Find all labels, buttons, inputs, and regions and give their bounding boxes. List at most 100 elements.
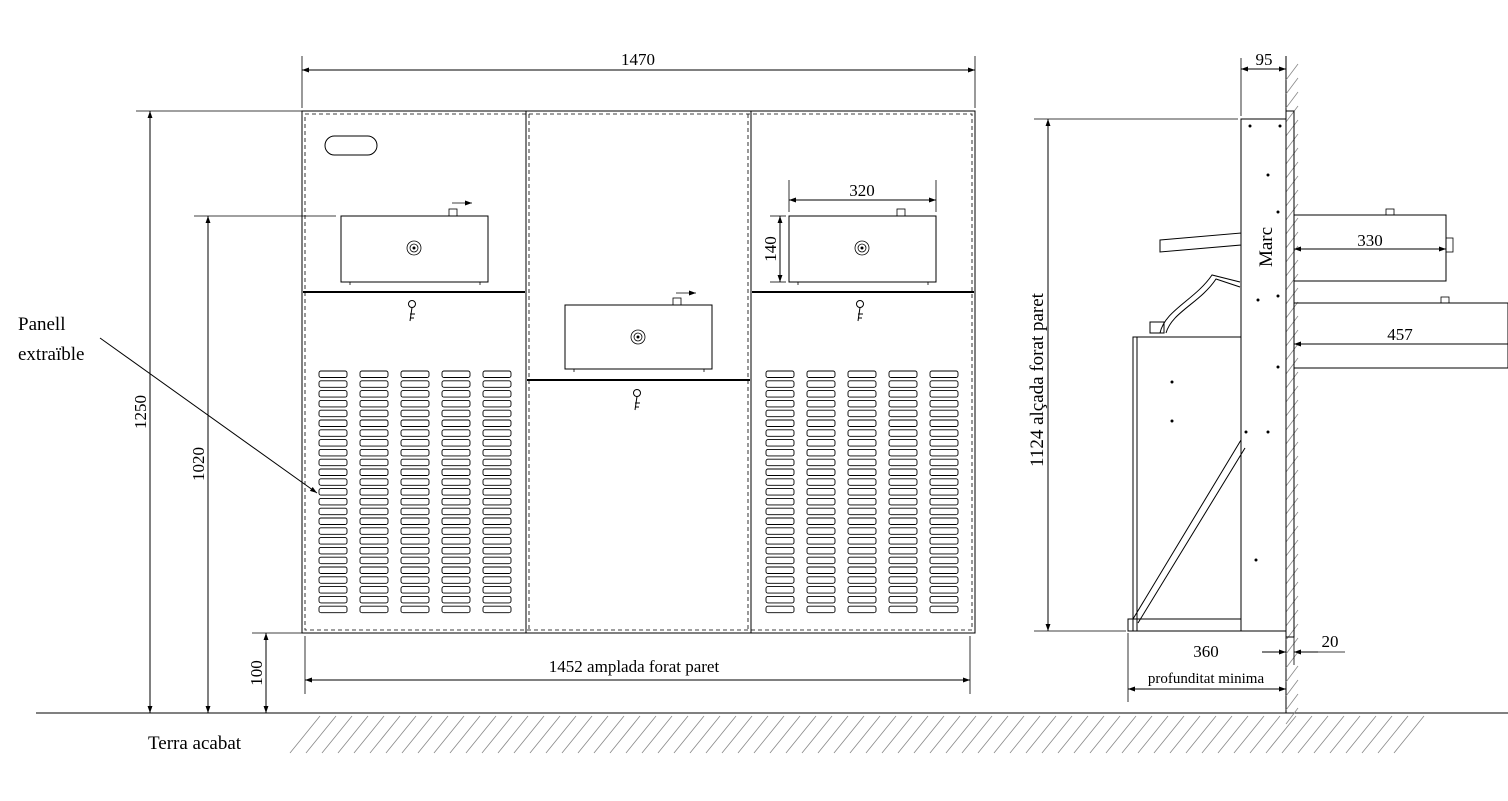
vent-slot xyxy=(441,586,471,594)
frame xyxy=(1240,118,1287,632)
vent-slot xyxy=(400,546,430,555)
vent-slot xyxy=(847,419,877,427)
vent-slot xyxy=(441,576,471,584)
left-basin xyxy=(340,200,489,285)
vent-slot xyxy=(400,439,430,447)
vent-slot xyxy=(888,399,918,408)
vent-slot xyxy=(318,497,348,506)
vent-slot xyxy=(847,448,877,457)
vent-slot xyxy=(400,605,430,614)
vent-slot xyxy=(318,468,348,476)
vent-slot xyxy=(482,556,512,565)
vent-slot xyxy=(359,468,389,476)
frame-flange xyxy=(1285,110,1295,638)
vent-slot xyxy=(318,370,348,378)
vent-slot xyxy=(929,478,959,486)
vent-slot xyxy=(482,605,512,614)
vent-slot xyxy=(400,409,430,418)
vent-slot xyxy=(847,399,877,408)
vent-slot xyxy=(806,399,836,408)
vent-slot xyxy=(482,507,512,516)
vent-slot xyxy=(400,448,430,457)
vent-slot xyxy=(318,605,348,614)
vent-slot xyxy=(400,390,430,398)
vent-slot xyxy=(400,458,430,467)
vent-slot xyxy=(929,605,959,614)
vent-slot xyxy=(441,458,471,467)
vent-slot xyxy=(929,566,959,574)
vent-slot xyxy=(888,546,918,555)
vent-slot xyxy=(929,448,959,457)
vent-slot xyxy=(400,527,430,535)
vent-slot xyxy=(441,507,471,516)
vent-slot xyxy=(482,527,512,535)
vent-slot xyxy=(806,390,836,398)
vent-slot xyxy=(318,399,348,408)
vent-slot xyxy=(765,380,795,388)
vent-slot xyxy=(441,478,471,486)
vent-slot xyxy=(806,488,836,496)
vent-slot xyxy=(888,595,918,604)
vent-slot xyxy=(806,370,836,378)
vent-slot xyxy=(765,429,795,437)
vent-slot xyxy=(806,595,836,604)
vent-slot xyxy=(359,566,389,574)
vent-slot xyxy=(482,586,512,594)
vent-slot xyxy=(441,605,471,614)
vent-slot xyxy=(359,527,389,535)
vent-slot xyxy=(847,605,877,614)
vent-slot xyxy=(318,409,348,418)
vent-slot xyxy=(482,537,512,545)
vent-slot xyxy=(929,429,959,437)
vent-slot xyxy=(318,556,348,565)
vent-slot xyxy=(888,556,918,565)
floor-hatching xyxy=(289,715,1425,754)
vent-slot xyxy=(400,419,430,427)
vent-slot xyxy=(847,566,877,574)
vent-slot xyxy=(441,546,471,555)
dim-lower-projection: 457 xyxy=(1387,325,1413,344)
vent-slot xyxy=(400,586,430,594)
vent-slot xyxy=(482,419,512,427)
vent-slot xyxy=(765,507,795,516)
vent-slot xyxy=(929,439,959,447)
panel-label-line2: extraïble xyxy=(18,344,84,365)
vent-slot xyxy=(888,390,918,398)
side-dimensions: 95 1124 alçada forat paret 330 457 360 p… xyxy=(1027,50,1508,702)
vent-slot xyxy=(482,429,512,437)
dim-basin-height: 1020 xyxy=(189,447,208,481)
vent-slot xyxy=(888,586,918,594)
vent-slot xyxy=(359,370,389,378)
vent-slot xyxy=(359,439,389,447)
vent-slot xyxy=(400,370,430,378)
vent-slot xyxy=(318,527,348,535)
vent-slot xyxy=(806,448,836,457)
dim-min-depth: 360 xyxy=(1193,642,1219,661)
vent-slot xyxy=(806,576,836,584)
vent-slot xyxy=(318,517,348,525)
vent-slot xyxy=(318,586,348,594)
right-ventilation-grille xyxy=(765,370,959,614)
lock-key-icon xyxy=(408,300,416,322)
vent-slot xyxy=(847,507,877,516)
vent-slot xyxy=(765,566,795,574)
vent-slot xyxy=(318,537,348,545)
vent-slot xyxy=(929,380,959,388)
vent-slot xyxy=(806,419,836,427)
dim-wall-opening-height: 1124 alçada forat paret xyxy=(1027,292,1048,467)
vent-slot xyxy=(441,537,471,545)
dim-min-depth-label: profunditat minima xyxy=(1148,671,1265,687)
vent-slot xyxy=(847,380,877,388)
vent-slot xyxy=(441,429,471,437)
vent-slot xyxy=(765,448,795,457)
vent-slot xyxy=(359,409,389,418)
vent-slot xyxy=(888,537,918,545)
vent-slot xyxy=(847,595,877,604)
vent-slot xyxy=(765,488,795,496)
vent-slot xyxy=(929,586,959,594)
dim-base-height: 100 xyxy=(247,660,266,686)
vent-slot xyxy=(847,586,877,594)
vent-slot xyxy=(318,566,348,574)
vent-slot xyxy=(847,576,877,584)
vent-slot xyxy=(482,478,512,486)
